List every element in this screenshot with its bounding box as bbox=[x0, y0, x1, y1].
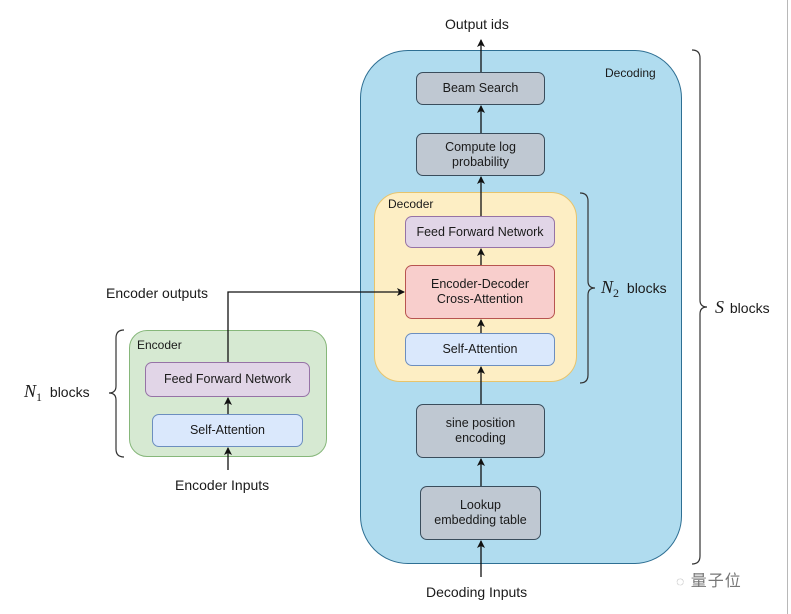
n1-blocks-text: blocks bbox=[49, 384, 90, 400]
s-blocks-label: S blocks bbox=[715, 297, 770, 318]
decoding-inputs-label: Decoding Inputs bbox=[426, 584, 528, 600]
beam-search-box: Beam Search bbox=[416, 72, 545, 105]
n1-symbol: N bbox=[24, 381, 37, 401]
encoder-outputs-label: Encoder outputs bbox=[106, 285, 208, 301]
watermark: ◌ 量子位 bbox=[676, 567, 742, 591]
s-brace bbox=[691, 49, 708, 565]
n2-subscript: 2 bbox=[613, 286, 620, 300]
sine-position-encoding-box: sine position encoding bbox=[416, 404, 545, 458]
s-symbol: S bbox=[715, 297, 724, 317]
cross-attention-box: Encoder-Decoder Cross-Attention bbox=[405, 265, 555, 319]
lookup-embedding-table-box: Lookup embedding table bbox=[420, 486, 541, 540]
encoder-group-label: Encoder bbox=[137, 338, 182, 352]
n1-brace bbox=[108, 329, 125, 458]
n2-blocks-text: blocks bbox=[626, 280, 667, 296]
decoder-self-attention-box: Self-Attention bbox=[405, 333, 555, 366]
s-blocks-text: blocks bbox=[729, 300, 770, 316]
encoder-self-attention-box: Self-Attention bbox=[152, 414, 303, 447]
decoder-group-label: Decoder bbox=[388, 197, 434, 211]
output-ids-label: Output ids bbox=[445, 16, 509, 32]
n1-subscript: 1 bbox=[36, 390, 43, 404]
encoder-feed-forward-box: Feed Forward Network bbox=[145, 362, 310, 397]
decoder-feed-forward-box: Feed Forward Network bbox=[405, 216, 555, 248]
right-edge-divider bbox=[787, 0, 788, 614]
wechat-icon: ◌ bbox=[676, 573, 686, 589]
decoding-group-label: Decoding bbox=[605, 66, 656, 80]
n1-blocks-label: N1 blocks bbox=[24, 381, 90, 404]
encoder-inputs-label: Encoder Inputs bbox=[175, 477, 270, 493]
compute-log-probability-box: Compute log probability bbox=[416, 133, 545, 176]
n2-symbol: N bbox=[601, 277, 614, 297]
n2-blocks-label: N2 blocks bbox=[601, 277, 667, 300]
watermark-text: 量子位 bbox=[690, 573, 742, 590]
